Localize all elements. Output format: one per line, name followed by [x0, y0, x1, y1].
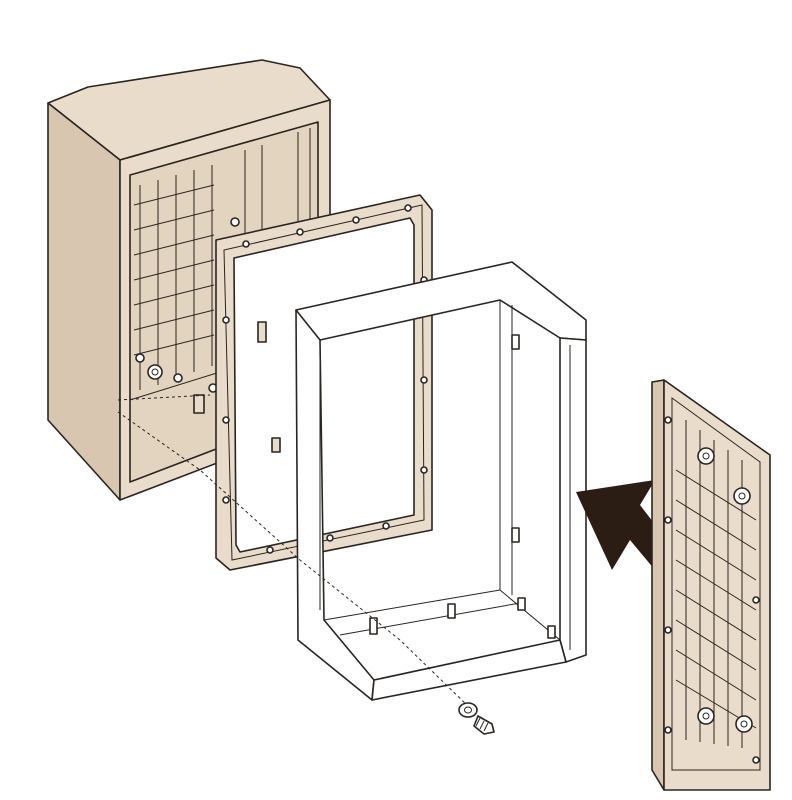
- extension-right-wall: [559, 337, 587, 663]
- enclosure-side: [47, 102, 121, 501]
- screw: [473, 715, 495, 735]
- plate-grid: [675, 420, 757, 748]
- gasket-inner: [233, 217, 415, 553]
- extension-frame: [295, 261, 587, 701]
- mounting-plate: [651, 379, 771, 791]
- plate-face: [663, 379, 771, 791]
- plate-bosses: [664, 416, 760, 764]
- enclosure-boss: [147, 364, 163, 380]
- plate-inner-border: [671, 397, 761, 771]
- plate-side: [651, 379, 665, 791]
- gasket-frame: [215, 194, 433, 571]
- gasket-studs: [222, 204, 428, 554]
- alignment-line: [117, 411, 471, 709]
- washer: [458, 702, 478, 718]
- screw-and-washer: [458, 702, 495, 735]
- extension-pins: [369, 334, 556, 639]
- extension-bottom: [371, 639, 567, 701]
